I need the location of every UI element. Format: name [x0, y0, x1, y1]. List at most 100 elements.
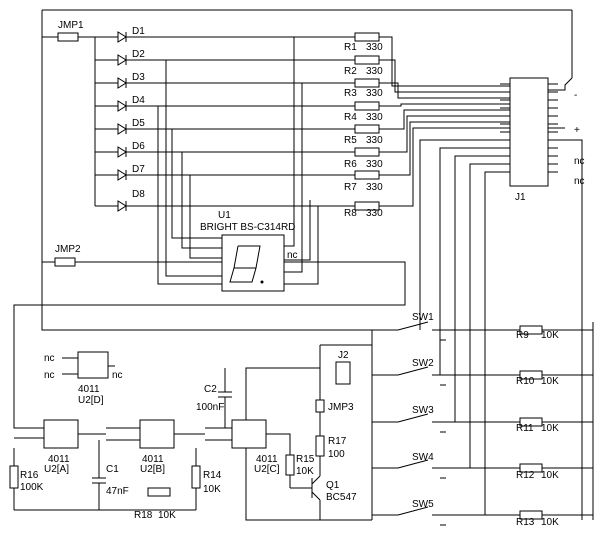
- j1-plus: +: [574, 125, 580, 136]
- u2a-part: 4011: [48, 454, 70, 465]
- switch-row-3: [372, 413, 593, 433]
- j1-nc1: nc: [574, 156, 585, 167]
- r5-value: 330: [366, 135, 383, 146]
- jmp3-label: JMP3: [328, 402, 354, 413]
- output-stage: J2 JMP3 Q1 BC547: [289, 344, 372, 520]
- r10-ref: R10: [516, 376, 535, 387]
- u2d-part: 4011: [78, 384, 100, 395]
- j1-ref: J1: [515, 192, 526, 203]
- r11-value: 10K: [541, 423, 559, 434]
- r9-ref: R9: [516, 330, 529, 341]
- r15-value: 10K: [296, 466, 314, 477]
- r17-ref: R17: [328, 436, 347, 447]
- c1-value: 47nF: [106, 486, 129, 497]
- q1-part: BC547: [326, 492, 357, 503]
- r2-value: 330: [366, 66, 383, 77]
- led-1: [95, 31, 355, 43]
- r8-ref: R8: [344, 208, 357, 219]
- u2b-ref: U2[B]: [140, 464, 165, 475]
- r7-ref: R7: [344, 182, 357, 193]
- q1-ref: Q1: [326, 480, 340, 491]
- connector-j1: J1 - + nc nc: [500, 77, 585, 203]
- segment-resistor-4: [354, 101, 510, 111]
- r9-value: 10K: [541, 330, 559, 341]
- u2c-ref: U2[C]: [254, 464, 280, 475]
- u2d-ref: U2[D]: [78, 395, 104, 406]
- segment-resistor-5: [354, 109, 510, 134]
- u2d-nc-in2: nc: [44, 370, 55, 381]
- led-5: [95, 123, 355, 135]
- r4-ref: R4: [344, 112, 357, 123]
- j1-minus: -: [574, 90, 577, 101]
- led-d8-label: D8: [132, 189, 145, 200]
- r6-value: 330: [366, 159, 383, 170]
- r8-value: 330: [366, 208, 383, 219]
- r13-ref: R13: [516, 517, 535, 528]
- r10-value: 10K: [541, 376, 559, 387]
- r18-value: 10K: [158, 510, 176, 521]
- j1-nc2: nc: [574, 176, 585, 187]
- jmp1-label: JMP1: [58, 20, 84, 31]
- r5-ref: R5: [344, 135, 357, 146]
- led-8: [95, 200, 355, 212]
- gate-u2b: 4011 U2[B]: [106, 419, 205, 475]
- r14-ref: R14: [203, 470, 222, 481]
- sw1-label: SW1: [412, 312, 434, 323]
- switch-row-2: [372, 366, 593, 386]
- sw5-label: SW5: [412, 499, 434, 510]
- led-d5-label: D5: [132, 118, 145, 129]
- seven-segment-glyph: [229, 245, 264, 284]
- r13-value: 10K: [541, 517, 559, 528]
- j1-to-switch-wires: [419, 139, 583, 520]
- r15-ref: R15: [296, 454, 315, 465]
- j2-ref: J2: [338, 350, 349, 361]
- r18-ref: R18: [134, 510, 153, 521]
- jmp2: JMP2: [54, 244, 81, 267]
- led-d3-label: D3: [132, 72, 145, 83]
- jmp1: JMP1: [42, 20, 96, 206]
- led-d7-label: D7: [132, 164, 145, 175]
- segment-resistor-3: [354, 78, 510, 99]
- led-4: [95, 100, 355, 112]
- switch-row-1: [372, 321, 593, 341]
- r6-ref: R6: [344, 159, 357, 170]
- led-6: [95, 146, 355, 158]
- led-d4-label: D4: [132, 95, 145, 106]
- r1-value: 330: [366, 42, 383, 53]
- segment-resistor-1: [354, 32, 510, 87]
- u1-part: BRIGHT BS-C314RD: [200, 222, 295, 233]
- segment-resistor-2: [354, 55, 510, 93]
- r12-ref: R12: [516, 470, 535, 481]
- segment-resistor-8: [354, 127, 510, 211]
- jmp2-label: JMP2: [55, 244, 81, 255]
- r16-ref: R16: [20, 470, 39, 481]
- c2-ref: C2: [204, 384, 217, 395]
- segment-resistors: R1 330 R2 330 R3 330 R4 330 R5 330 R6 33…: [344, 32, 510, 219]
- segment-resistor-6: [354, 115, 510, 157]
- u2d-nc-in1: nc: [44, 353, 55, 364]
- u2d-nc-out: nc: [112, 370, 123, 381]
- u1-ref: U1: [218, 210, 231, 221]
- r17-value: 100: [328, 449, 345, 460]
- sw2-label: SW2: [412, 358, 434, 369]
- r1-ref: R1: [344, 42, 357, 53]
- r14-value: 10K: [203, 484, 221, 495]
- r16-value: 100K: [20, 482, 44, 493]
- led-d2-label: D2: [132, 49, 145, 60]
- gate-u2a: 4011 U2[A]: [13, 419, 106, 475]
- gate-u2d: nc nc nc 4011 U2[D]: [44, 351, 123, 406]
- r4-value: 330: [366, 112, 383, 123]
- r3-value: 330: [366, 88, 383, 99]
- r3-ref: R3: [344, 88, 357, 99]
- led-d1-label: D1: [132, 26, 145, 37]
- led-column: D1 D2 D3 D4 D5 D6 D7 D8: [95, 26, 355, 212]
- r11-ref: R11: [516, 423, 534, 434]
- c2-value: 100nF: [196, 402, 224, 413]
- switch-bank: SW1 SW2 SW3 SW4 SW5 R9 10K R10 10K R11 1…: [371, 312, 594, 528]
- u2a-ref: U2[A]: [44, 464, 69, 475]
- led-d6-label: D6: [132, 141, 145, 152]
- r12-value: 10K: [541, 470, 559, 481]
- r7-value: 330: [366, 182, 383, 193]
- u1-nc-label: nc: [287, 250, 298, 261]
